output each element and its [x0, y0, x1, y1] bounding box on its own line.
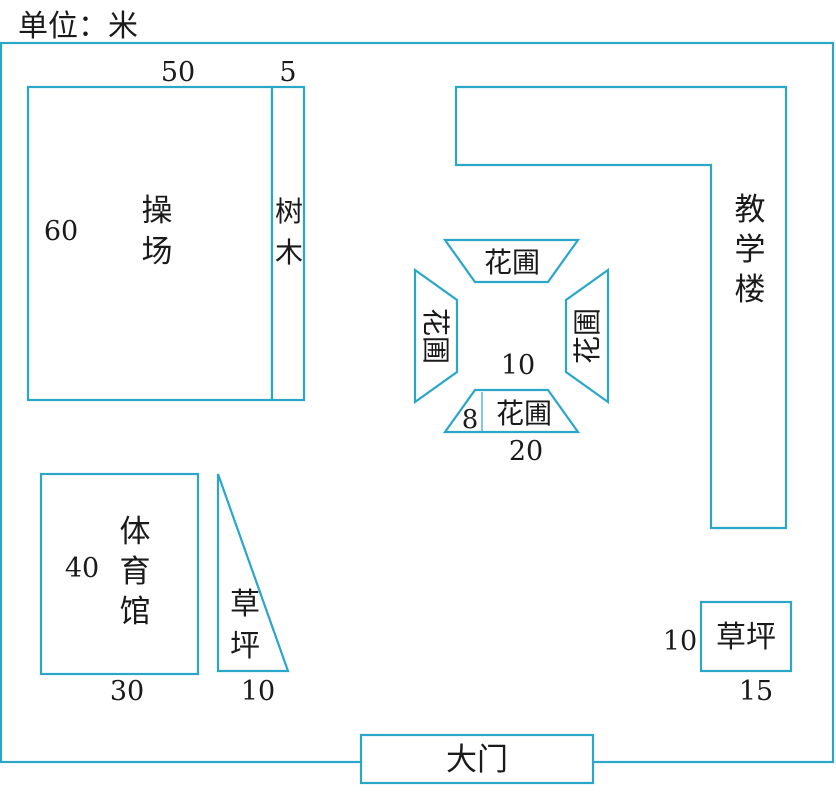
teaching-building-label-3: 楼 — [735, 272, 766, 308]
gym-label-1: 体 — [120, 514, 151, 550]
gym — [39, 472, 200, 676]
gate-label: 大门 — [446, 742, 508, 778]
gate — [359, 733, 595, 785]
gym-height-label: 40 — [65, 553, 99, 584]
teaching-building-label-1: 教 — [735, 192, 766, 228]
flowerbed-right-label: 花圃 — [571, 308, 604, 364]
gym-label-2: 育 — [120, 554, 151, 590]
flowerbed-top-base-label: 10 — [501, 350, 535, 381]
lawn-rect — [699, 600, 793, 673]
lawn-rect-height-label: 10 — [663, 626, 697, 657]
lawn-rect-width-label: 15 — [739, 676, 773, 707]
flowerbed-bottom — [442, 388, 581, 434]
flowerbed-left-label: 花圃 — [419, 308, 452, 364]
unit-label: 单位：米 — [18, 9, 138, 44]
lawn-triangle-label-1: 草 — [230, 587, 260, 622]
playground — [26, 85, 274, 402]
lawn-rect-label: 草坪 — [716, 620, 776, 655]
gym-label-3: 馆 — [120, 594, 151, 630]
playground-label-2: 场 — [142, 234, 173, 270]
playground-height-label: 60 — [44, 216, 78, 247]
flowerbed-top — [442, 238, 581, 284]
teaching-building — [454, 85, 788, 530]
teaching-building-label-2: 学 — [735, 232, 766, 268]
trees-label-2: 木 — [275, 236, 303, 269]
flowerbed-bottom-base-label: 20 — [509, 436, 543, 467]
flowerbed-left — [413, 267, 459, 405]
flowerbed-right — [564, 267, 610, 405]
flowerbed-bottom-label: 花圃 — [496, 397, 552, 430]
flowerbed-height-label: 8 — [462, 405, 479, 435]
trees-width-label: 5 — [279, 57, 296, 88]
flowerbed-top-label: 花圃 — [484, 246, 540, 279]
lawn-triangle — [216, 473, 290, 673]
trees-label-1: 树 — [275, 195, 303, 228]
lawn-triangle-label-2: 坪 — [230, 629, 260, 664]
gym-width-label: 30 — [110, 676, 144, 707]
playground-width-label: 50 — [161, 57, 195, 88]
trees-strip — [270, 85, 306, 402]
playground-label-1: 操 — [142, 193, 173, 229]
lawn-triangle-base-label: 10 — [241, 676, 275, 707]
